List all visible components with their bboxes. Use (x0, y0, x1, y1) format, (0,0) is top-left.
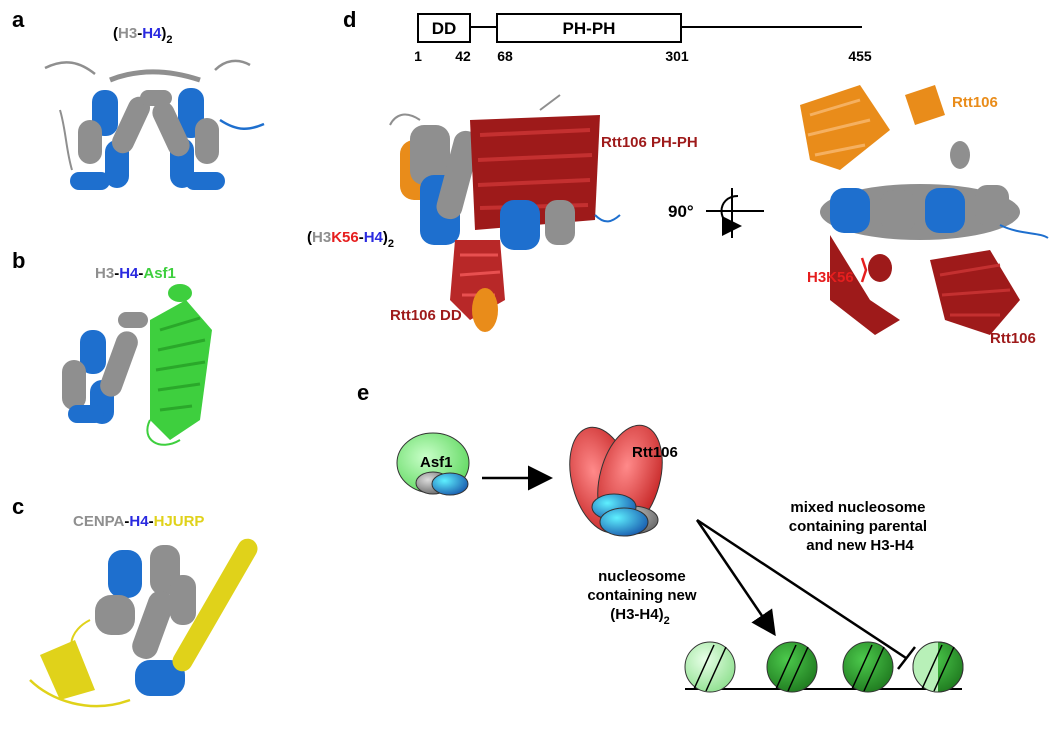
nucleosome-mixed (912, 641, 964, 693)
label-rtt106-top: Rtt106 (952, 94, 998, 111)
label-h3k56: H3K56 (807, 269, 854, 286)
panel-b-title: H3-H4-Asf1 (95, 265, 176, 282)
asf1-h3-h4-complex (396, 432, 470, 496)
nucleosome-new-2 (842, 641, 894, 693)
rotation-90-icon (706, 188, 764, 238)
arrow-new-nucleosome (695, 519, 776, 637)
nucleosome-array (684, 641, 964, 693)
nucleosome-new-1 (766, 641, 818, 693)
inhibition-bar (897, 646, 916, 670)
panel-label-b: b (12, 248, 25, 273)
panel-label-c: c (12, 494, 24, 519)
label-asf1: Asf1 (420, 454, 453, 471)
structure-rtt106-complex-front (389, 94, 621, 332)
structure-rtt106-complex-side (800, 85, 1049, 335)
panel-a-title: (H3-H4)2 (113, 25, 173, 46)
label-rtt106-schematic: Rtt106 (632, 444, 678, 461)
text-new-nucleosome: nucleosome containing new (H3-H4)2 (587, 568, 700, 627)
rtt106-h3-h4-complex (569, 424, 663, 537)
blocked-line-mixed-nucleosome (696, 518, 907, 660)
rotation-label: 90° (668, 202, 694, 221)
structure-cenpa-h4-hjurp (29, 538, 258, 708)
label-rtt106-dd: Rtt106 DD (390, 307, 462, 324)
domain-dd-label: DD (432, 19, 457, 38)
domain-map: DD PH-PH 1 42 68 301 455 (414, 13, 872, 64)
label-rtt106-bottom: Rtt106 (990, 330, 1036, 347)
domain-dd-box (417, 13, 471, 43)
panel-c-title: CENPA-H4-HJURP (73, 513, 204, 530)
domain-position-455: 455 (848, 48, 872, 64)
text-mixed-nucleosome: mixed nucleosome containing parental and… (789, 499, 932, 554)
panel-label-a: a (12, 7, 25, 32)
domain-position-301: 301 (665, 48, 689, 64)
domain-phph-label: PH-PH (563, 19, 616, 38)
label-rtt106-phph: Rtt106 PH-PH (601, 134, 698, 151)
domain-position-42: 42 (455, 48, 471, 64)
domain-position-1: 1 (414, 48, 422, 64)
label-h3k56-h4-complex: (H3K56-H4)2 (307, 229, 394, 250)
structure-h3-h4-asf1 (62, 284, 212, 446)
structure-h3-h4-tetramer (44, 59, 265, 190)
nucleosome-parental (684, 641, 736, 693)
domain-position-68: 68 (497, 48, 513, 64)
domain-phph-box (496, 13, 682, 43)
panel-label-e: e (357, 380, 369, 405)
panel-label-d: d (343, 7, 356, 32)
